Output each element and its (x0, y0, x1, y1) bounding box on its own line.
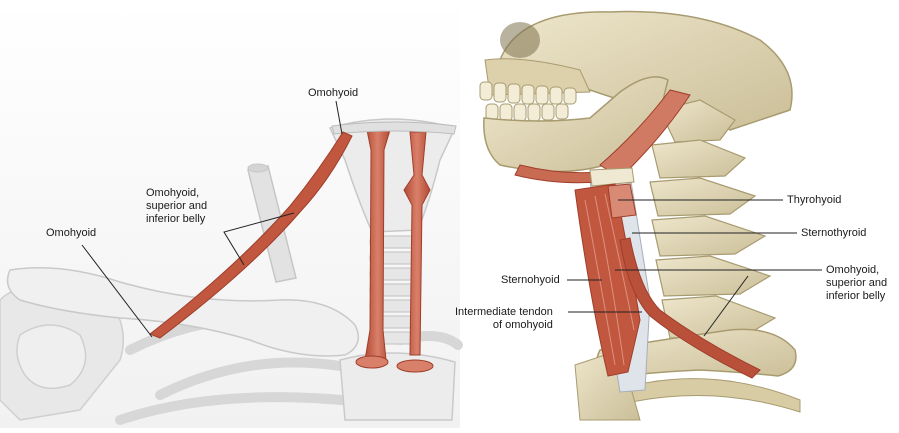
sternothyroid-thyrohyoid-left (396, 131, 434, 373)
left-panel-illustration (0, 0, 463, 428)
suprahyoid-muscles (599, 89, 691, 179)
cervical-spine (649, 99, 777, 339)
leader-lines-right (567, 199, 822, 337)
label-omohyoid-left: Omohyoid (46, 227, 97, 239)
label-omohyoid-belly-left-line1: Omohyoid, (146, 187, 200, 199)
label-omohyoid-belly-left: Omohyoid, superior and inferior belly (146, 187, 207, 226)
label-intermediate-tendon-line1: Intermediate tendon (455, 306, 553, 318)
label-omohyoid-belly-right-line2: superior and (826, 277, 888, 289)
right-panel-illustration (479, 10, 822, 421)
leader-lines-left (81, 100, 343, 338)
sternohyoid-left (355, 129, 391, 369)
hyoid-right (589, 167, 635, 187)
omohyoid-muscle-right (619, 237, 761, 379)
label-omohyoid-belly-left-line2: superior and (146, 200, 208, 212)
label-intermediate-tendon: Intermediate tendon of omohyoid (455, 306, 553, 332)
label-omohyoid-top: Omohyoid (308, 87, 359, 99)
label-thyrohyoid: Thyrohyoid (787, 194, 842, 206)
humerus-head-faded (16, 324, 87, 390)
orbit (500, 22, 540, 58)
label-omohyoid-belly-right-line1: Omohyoid, (826, 264, 880, 276)
lower-teeth (485, 103, 569, 122)
hyoid-bone (331, 121, 457, 135)
label-omohyoid-belly-right: Omohyoid, superior and inferior belly (826, 264, 887, 303)
label-intermediate-tendon-line2: of omohyoid (492, 319, 553, 331)
first-rib (599, 378, 801, 413)
label-sternothyroid: Sternothyroid (801, 227, 867, 239)
muscle-fibers (584, 193, 635, 366)
upper-teeth (479, 81, 577, 105)
label-omohyoid-belly-left-line3: inferior belly (146, 213, 206, 225)
thyrohyoid-right (607, 183, 637, 219)
omohyoid-muscle-left (149, 131, 353, 339)
label-omohyoid-belly-right-line3: inferior belly (826, 290, 886, 302)
label-sternohyoid: Sternohyoid (501, 274, 560, 286)
